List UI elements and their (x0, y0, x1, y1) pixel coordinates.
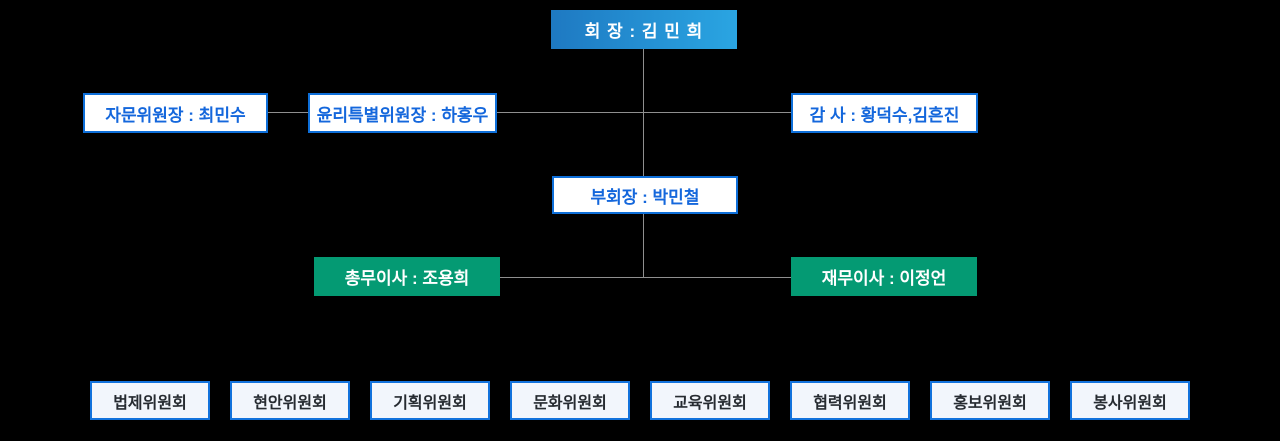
connector-ethics-to-auditors (497, 112, 791, 113)
committee-node-education: 교육위원회 (650, 381, 770, 420)
committee-node-planning: 기획위원회 (370, 381, 490, 420)
advisory-chair-node: 자문위원장 : 최민수 (83, 93, 268, 133)
committee-node-legislation: 법제위원회 (90, 381, 210, 420)
vice-chairman-node: 부회장 : 박민철 (552, 176, 738, 214)
committee-node-volunteer-service: 봉사위원회 (1070, 381, 1190, 420)
connector-advisory-to-ethics (268, 112, 308, 113)
committee-node-culture: 문화위원회 (510, 381, 630, 420)
chairman-node: 회 장 : 김 민 희 (551, 10, 737, 49)
ethics-chair-node: 윤리특별위원장 : 하홍우 (308, 93, 497, 133)
committee-node-current-issues: 현안위원회 (230, 381, 350, 420)
committee-node-public-relations: 홍보위원회 (930, 381, 1050, 420)
connector-general-affairs-to-finance (500, 277, 791, 278)
finance-director-node: 재무이사 : 이정언 (791, 257, 977, 296)
committee-node-cooperation: 협력위원회 (790, 381, 910, 420)
auditors-node: 감 사 : 황덕수,김흔진 (791, 93, 978, 133)
connector-vice-chairman-to-directors (643, 214, 644, 278)
general-affairs-director-node: 총무이사 : 조용희 (314, 257, 500, 296)
